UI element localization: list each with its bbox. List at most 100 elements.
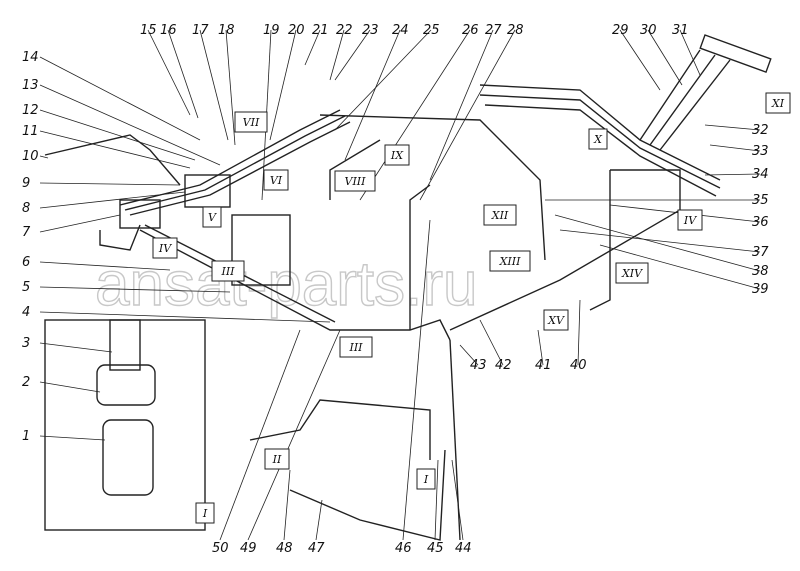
leader-line [269,29,297,141]
part-number-20: 20 [288,23,305,38]
leader-line [39,191,186,209]
section-callout-ii: II [272,453,282,466]
section-callout-viii: VIII [345,175,367,188]
callout-box [234,111,268,133]
callout-box [339,336,373,358]
leader-line [225,29,236,146]
leader-line [459,344,479,366]
callout-box [152,237,178,259]
part-number-44: 44 [455,541,472,556]
part-number-24: 24 [392,23,409,38]
section-callout-i: I [202,507,208,520]
leader-line [283,469,291,541]
leader-line [434,459,439,541]
part-number-2: 2 [22,375,30,390]
part-number-50: 50 [212,541,229,556]
callout-box [588,128,608,150]
part-number-6: 6 [22,255,30,270]
leader-line [39,311,331,323]
part-number-27: 27 [485,23,502,38]
leader-line [39,261,171,271]
part-number-49: 49 [240,541,257,556]
part-number-32: 32 [752,123,769,138]
part-number-12: 12 [22,103,39,118]
section-callout-v: V [208,211,217,224]
part-number-47: 47 [308,541,325,556]
section-callout-vii: VII [243,116,260,129]
section-callout-xv: XV [547,314,565,327]
leader-line [329,29,345,81]
part-number-11: 11 [22,124,39,139]
leader-line [315,499,323,541]
part-number-13: 13 [22,78,39,93]
part-number-9: 9 [22,176,30,191]
part-number-34: 34 [752,167,769,182]
part-number-35: 35 [752,193,769,208]
leader-line [39,109,196,161]
leader-line [39,286,231,293]
part-number-22: 22 [336,23,353,38]
part-number-5: 5 [22,280,30,295]
callout-box [195,502,215,524]
leader-line [577,299,581,366]
part-number-23: 23 [362,23,379,38]
part-number-38: 38 [752,264,769,279]
leader-line [419,29,516,201]
part-number-29: 29 [612,23,629,38]
part-number-8: 8 [22,201,30,216]
callout-box [334,170,376,192]
part-number-10: 10 [22,149,39,164]
part-number-30: 30 [640,23,657,38]
leader-line [39,182,181,186]
section-callout-xiv: XIV [621,267,643,280]
part-number-31: 31 [672,23,689,38]
part-number-17: 17 [192,23,209,38]
section-callouts: IIIIIIIIIIVIVVVIVIIVIIIIXXXIXIIXIIIXIVXV… [152,92,791,524]
section-callout-iv: IV [683,214,697,227]
part-number-1: 1 [22,429,30,444]
part-number-36: 36 [752,215,769,230]
part-number-45: 45 [427,541,444,556]
part-number-14: 14 [22,50,39,65]
callout-box [677,209,703,231]
section-callout-xiii: XIII [499,255,522,268]
leader-line [599,244,761,290]
leader-line [199,29,229,141]
callout-box [202,206,222,228]
leader-line [39,381,101,393]
callout-box [384,144,410,166]
part-number-26: 26 [462,23,479,38]
leader-line [39,214,121,233]
section-callout-xii: XII [491,209,509,222]
callout-box [263,169,289,191]
callout-box [489,250,531,272]
part-number-40: 40 [570,358,587,373]
part-number-7: 7 [22,225,31,240]
callout-box [416,468,436,490]
part-number-46: 46 [395,541,412,556]
part-number-16: 16 [160,23,177,38]
part-number-48: 48 [276,541,293,556]
part-number-41: 41 [535,358,552,373]
leader-line [554,214,761,272]
part-number-21: 21 [312,23,329,38]
leader-line [344,29,401,161]
callout-box [483,204,517,226]
leader-line [39,56,201,141]
leader-line [704,173,761,176]
part-number-25: 25 [423,23,440,38]
leader-line [647,29,683,86]
section-callout-x: X [593,133,603,146]
section-callout-ix: IX [390,149,404,162]
leader-line [402,219,431,541]
leader-line [167,29,199,119]
leader-line [709,144,761,152]
leader-line [537,329,544,366]
leader-line [559,229,761,253]
part-number-3: 3 [22,336,30,351]
section-callout-i: I [423,473,429,486]
leader-line [334,29,432,131]
section-callout-xi: XI [771,97,785,110]
